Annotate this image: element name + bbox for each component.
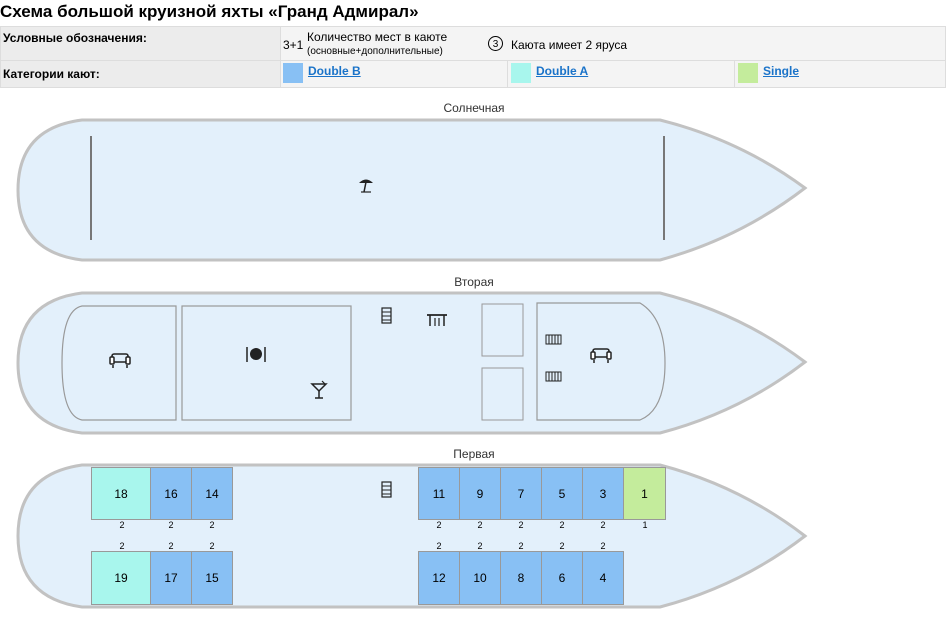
- cocktail-icon: [310, 380, 328, 399]
- cabin-6[interactable]: 6: [541, 551, 583, 605]
- cabin-7[interactable]: 7: [500, 467, 542, 520]
- cabin-11[interactable]: 11: [418, 467, 460, 520]
- cabin-places: 2: [477, 541, 483, 551]
- second-deck-hull: [16, 291, 808, 435]
- cabin-5[interactable]: 5: [541, 467, 583, 520]
- cabin-places: 2: [477, 520, 483, 530]
- swatch-double-b: [283, 63, 303, 83]
- cabin-places: 1: [642, 520, 648, 530]
- swatch-double-a: [511, 63, 531, 83]
- cabin-1[interactable]: 1: [623, 467, 666, 520]
- stairs-icon: [381, 481, 392, 498]
- category-link-single[interactable]: Single: [763, 64, 800, 78]
- cabin-places: 2: [119, 541, 125, 551]
- sun-deck-hull: [16, 118, 808, 262]
- cabin-10[interactable]: 10: [459, 551, 501, 605]
- cabin-places: 2: [209, 520, 215, 530]
- cabin-8[interactable]: 8: [500, 551, 542, 605]
- cabin-places: 2: [119, 520, 125, 530]
- category-cell: Single: [734, 60, 946, 88]
- cabin-17[interactable]: 17: [150, 551, 192, 605]
- cabin-places: 2: [168, 520, 174, 530]
- capacity-example: 3+1: [283, 38, 304, 52]
- tier-text: Каюта имеет 2 яруса: [511, 38, 628, 52]
- cabin-places: 2: [559, 520, 565, 530]
- cabin-16[interactable]: 16: [150, 467, 192, 520]
- cabin-places: 2: [600, 541, 606, 551]
- categories-label: Категории кают:: [0, 60, 281, 88]
- cabin-18[interactable]: 18: [91, 467, 151, 520]
- cabin-places: 2: [518, 520, 524, 530]
- category-cell: Double A: [507, 60, 735, 88]
- capacity-subtext: (основные+дополнительные): [307, 46, 443, 57]
- radiator-icon: [545, 334, 562, 345]
- capacity-text: Количество мест в каюте: [307, 30, 448, 44]
- legend-content: 3+1 Количество мест в каюте (основные+до…: [280, 26, 946, 61]
- cabin-3[interactable]: 3: [582, 467, 624, 520]
- tier-badge: 3: [488, 36, 503, 51]
- sofa-icon: [590, 348, 612, 363]
- cabin-places: 2: [559, 541, 565, 551]
- radiator-icon: [545, 371, 562, 382]
- sofa-icon: [109, 353, 131, 368]
- stairs-icon: [381, 307, 392, 324]
- category-cell: Double B: [280, 60, 508, 88]
- table-chairs-icon: [427, 314, 447, 326]
- cabin-15[interactable]: 15: [191, 551, 233, 605]
- umbrella-icon: [359, 179, 373, 193]
- cabin-4[interactable]: 4: [582, 551, 624, 605]
- legend-table: Условные обозначения: 3+1 Количество мес…: [0, 26, 946, 88]
- cabin-12[interactable]: 12: [418, 551, 460, 605]
- cabin-places: 2: [209, 541, 215, 551]
- category-link-double-a[interactable]: Double A: [536, 64, 589, 78]
- cabin-places: 2: [168, 541, 174, 551]
- cabin-places: 2: [600, 520, 606, 530]
- cabin-9[interactable]: 9: [459, 467, 501, 520]
- category-link-double-b[interactable]: Double B: [308, 64, 361, 78]
- deck-label-sun: Солнечная: [443, 101, 505, 115]
- cabin-places: 2: [518, 541, 524, 551]
- deck-label-second: Вторая: [454, 275, 494, 289]
- cabin-places: 2: [436, 520, 442, 530]
- cabin-places: 2: [436, 541, 442, 551]
- cabin-19[interactable]: 19: [91, 551, 151, 605]
- page-title: Схема большой круизной яхты «Гранд Адмир…: [0, 2, 419, 21]
- swatch-single: [738, 63, 758, 83]
- cabin-14[interactable]: 14: [191, 467, 233, 520]
- deck-label-first: Первая: [453, 447, 495, 461]
- dining-icon: [246, 347, 266, 362]
